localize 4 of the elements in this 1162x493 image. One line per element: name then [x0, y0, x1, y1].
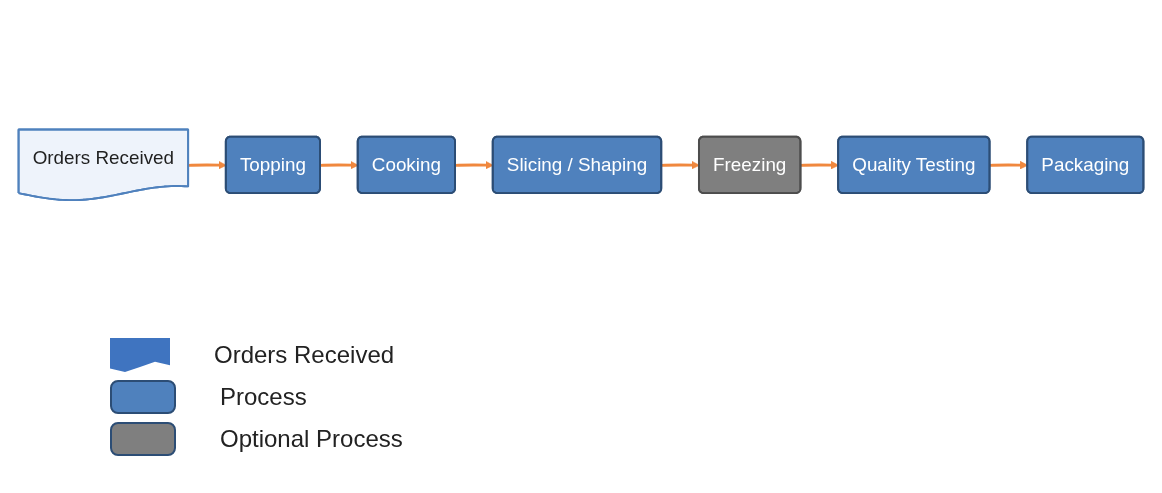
- arrow: [800, 161, 839, 170]
- legend-label: Optional Process: [220, 425, 403, 453]
- legend-label: Process: [220, 383, 307, 411]
- legend-label: Orders Received: [214, 341, 395, 369]
